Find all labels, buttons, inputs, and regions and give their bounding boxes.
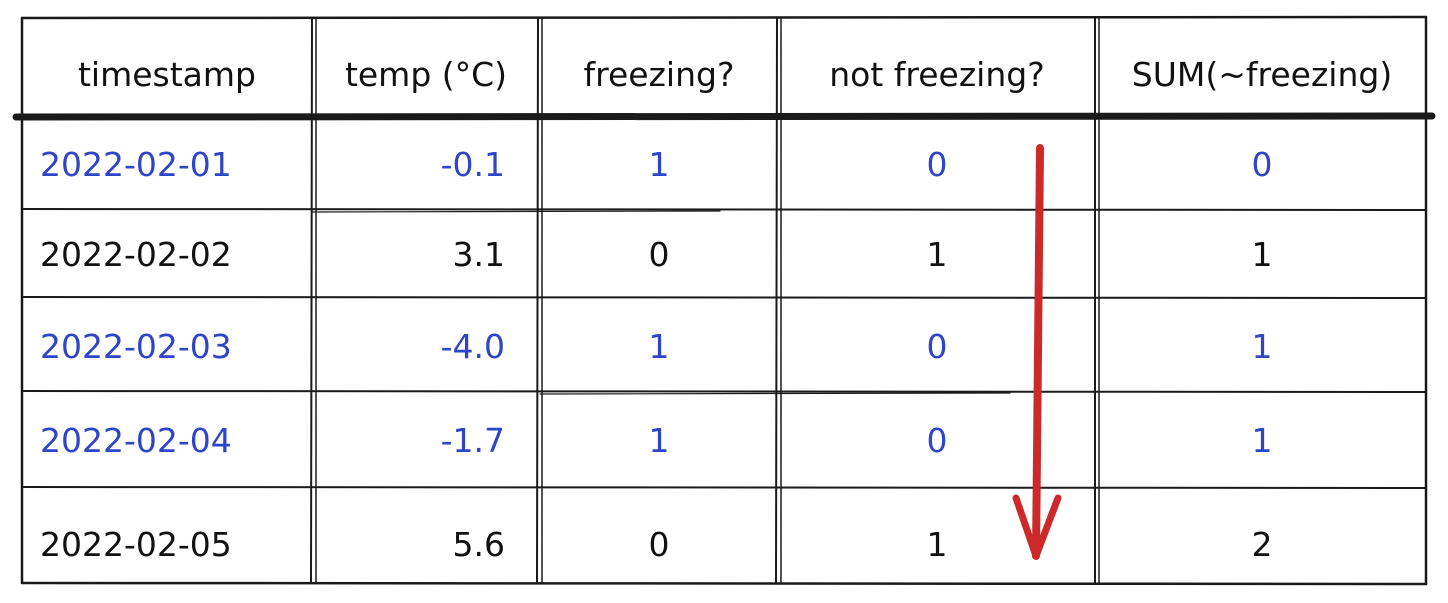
cell-freezing: 1 — [649, 145, 670, 184]
cell-not-freezing: 1 — [927, 525, 948, 564]
header-not-freezing: not freezing? — [829, 55, 1044, 94]
table-row: 2022-02-02 3.1 0 1 1 — [40, 235, 1273, 274]
cell-sum: 2 — [1252, 525, 1273, 564]
arrow-shaft — [1032, 144, 1044, 560]
row-divider-1 — [21, 208, 1427, 211]
column-divider-1 — [310, 17, 313, 584]
table-header: timestamp temp (°C) freezing? not freezi… — [78, 55, 1392, 94]
cell-freezing: 1 — [649, 327, 670, 366]
table-border-bottom — [20, 581, 1428, 586]
table-row: 2022-02-01 -0.1 1 0 0 — [40, 145, 1273, 184]
header-timestamp: timestamp — [78, 55, 256, 94]
table-border-top — [20, 15, 1428, 20]
header-sum-not-freezing: SUM(~freezing) — [1132, 55, 1392, 94]
down-arrow-icon — [1012, 144, 1062, 560]
header-temp: temp (°C) — [345, 55, 507, 94]
cell-timestamp: 2022-02-01 — [40, 145, 232, 184]
cell-temp: 5.6 — [453, 525, 505, 564]
cell-temp: -4.0 — [441, 327, 505, 366]
cell-timestamp: 2022-02-02 — [40, 235, 232, 274]
row-divider-3b — [539, 392, 1011, 395]
column-divider-2 — [536, 17, 539, 584]
cell-timestamp: 2022-02-04 — [40, 421, 232, 460]
table-row: 2022-02-03 -4.0 1 0 1 — [40, 327, 1273, 366]
cell-not-freezing: 0 — [927, 327, 948, 366]
header-freezing: freezing? — [584, 55, 735, 94]
column-divider-3 — [775, 17, 778, 584]
cell-temp: -0.1 — [441, 145, 505, 184]
row-divider-1b — [311, 210, 721, 213]
cell-freezing: 0 — [649, 235, 670, 274]
cell-timestamp: 2022-02-05 — [40, 525, 232, 564]
arrow-head — [1012, 494, 1062, 560]
cell-sum: 1 — [1252, 235, 1273, 274]
cell-sum: 1 — [1252, 421, 1273, 460]
cell-not-freezing: 0 — [927, 145, 948, 184]
cell-not-freezing: 1 — [927, 235, 948, 274]
row-divider-3 — [21, 390, 1427, 393]
cell-temp: 3.1 — [453, 235, 505, 274]
row-divider-2 — [21, 296, 1427, 299]
table-row: 2022-02-04 -1.7 1 0 1 — [40, 421, 1273, 460]
cell-temp: -1.7 — [441, 421, 505, 460]
cell-not-freezing: 0 — [927, 421, 948, 460]
table-grid — [12, 15, 1436, 586]
cell-timestamp: 2022-02-03 — [40, 327, 232, 366]
cell-freezing: 1 — [649, 421, 670, 460]
cell-sum: 1 — [1252, 327, 1273, 366]
row-divider-4 — [21, 486, 1427, 489]
table-row: 2022-02-05 5.6 0 1 2 — [40, 525, 1273, 564]
cell-freezing: 0 — [649, 525, 670, 564]
cell-sum: 0 — [1252, 145, 1273, 184]
header-underline — [12, 112, 1436, 121]
